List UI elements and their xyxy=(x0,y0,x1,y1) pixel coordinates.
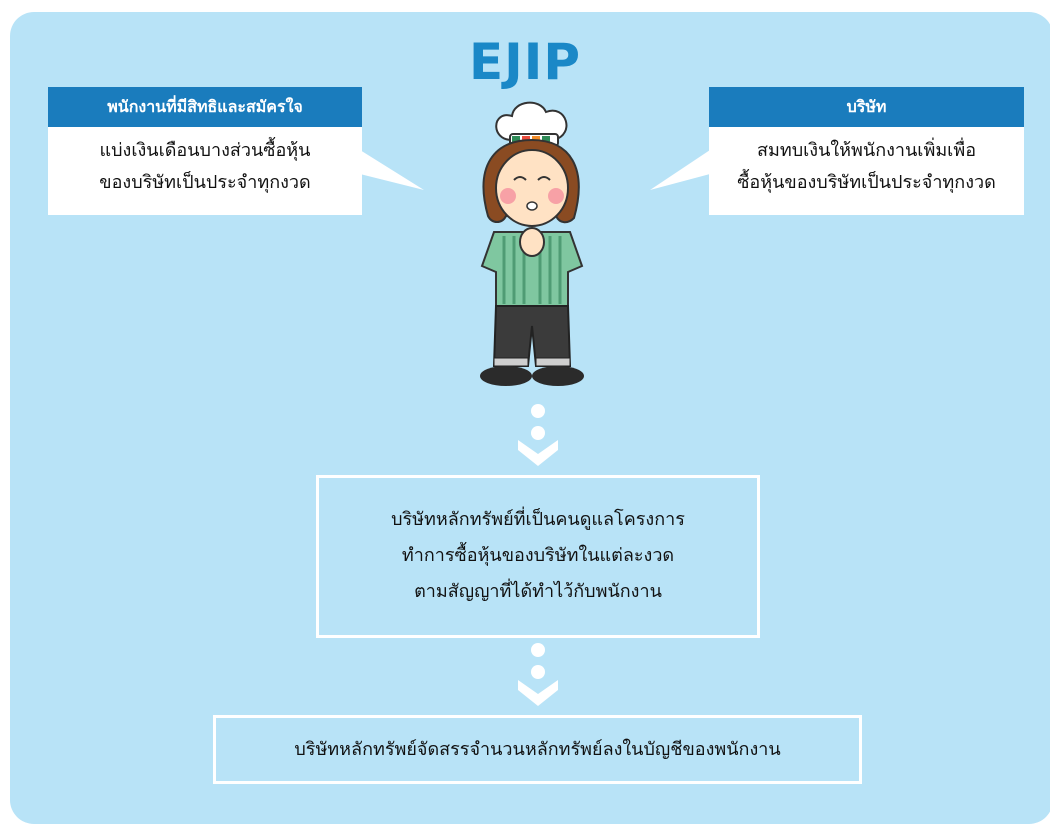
employee-card-body: แบ่งเงินเดือนบางส่วนซื้อหุ้น ของบริษัทเป… xyxy=(48,127,362,199)
allocation-text: บริษัทหลักทรัพย์จัดสรรจำนวนหลักทรัพย์ลงใ… xyxy=(294,739,781,760)
chevron-down-icon xyxy=(518,440,558,466)
broker-purchase-line: ทำการซื้อหุ้นของบริษัทในแต่ละงวด xyxy=(401,545,675,566)
allocation-box: บริษัทหลักทรัพย์จัดสรรจำนวนหลักทรัพย์ลงใ… xyxy=(213,715,862,784)
chevron-down-icon xyxy=(518,680,558,706)
connector-dot xyxy=(531,426,545,440)
employee-card-line: ของบริษัทเป็นประจำทุกงวด xyxy=(99,172,311,193)
connector-dot xyxy=(531,404,545,418)
connector-dot xyxy=(531,665,545,679)
company-card-header: บริษัท xyxy=(709,87,1024,127)
connector-dot xyxy=(531,643,545,657)
employee-card: พนักงานที่มีสิทธิและสมัครใจ แบ่งเงินเดือ… xyxy=(48,87,362,215)
company-card-pointer xyxy=(650,150,710,190)
broker-purchase-line: ตามสัญญาที่ได้ทำไว้กับพนักงาน xyxy=(414,581,662,602)
employee-card-line: แบ่งเงินเดือนบางส่วนซื้อหุ้น xyxy=(99,140,311,161)
broker-purchase-line: บริษัทหลักทรัพย์ที่เป็นคนดูแลโครงการ xyxy=(391,509,685,530)
company-card: บริษัท สมทบเงินให้พนักงานเพิ่มเพื่อ ซื้อ… xyxy=(709,87,1024,215)
employee-card-header: พนักงานที่มีสิทธิและสมัครใจ xyxy=(48,87,362,127)
mascot-chef-icon xyxy=(480,101,584,386)
employee-card-pointer xyxy=(360,150,424,190)
company-card-line: สมทบเงินให้พนักงานเพิ่มเพื่อ xyxy=(756,140,977,161)
diagram-title: EJIP xyxy=(468,33,581,91)
company-card-body: สมทบเงินให้พนักงานเพิ่มเพื่อ ซื้อหุ้นของ… xyxy=(709,127,1024,199)
broker-purchase-box: บริษัทหลักทรัพย์ที่เป็นคนดูแลโครงการ ทำก… xyxy=(316,475,760,638)
company-card-line: ซื้อหุ้นของบริษัทเป็นประจำทุกงวด xyxy=(737,172,996,193)
